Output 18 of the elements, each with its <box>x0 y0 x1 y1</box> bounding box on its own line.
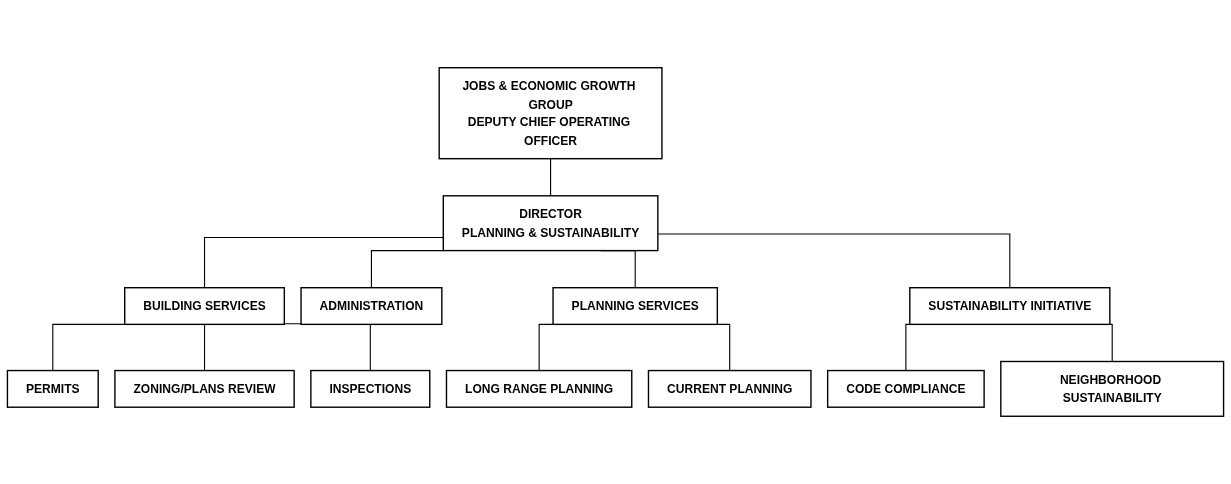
node-box: CURRENT PLANNING <box>647 369 812 408</box>
node-box: BUILDING SERVICES <box>124 287 285 326</box>
node-box: JOBS & ECONOMIC GROWTH GROUP DEPUTY CHIEF OPERATING OFFICER <box>438 67 663 160</box>
node-box: ADMINISTRATION <box>300 287 443 326</box>
node-box: SUSTAINABILITY INITIATIVE <box>909 287 1111 326</box>
node-box: INSPECTIONS <box>310 369 431 408</box>
connector <box>203 236 444 289</box>
node-box: NEIGHBORHOOD SUSTAINABILITY <box>1000 360 1225 417</box>
connector <box>370 250 445 289</box>
node-box: LONG RANGE PLANNING <box>445 369 633 408</box>
node-box: DIRECTOR PLANNING & SUSTAINABILITY <box>442 195 659 252</box>
node-box: PLANNING SERVICES <box>552 287 719 326</box>
node-box: ZONING/PLANS REVIEW <box>114 369 295 408</box>
connector <box>550 158 552 197</box>
node-box: PERMITS <box>6 369 99 408</box>
node-box: CODE COMPLIANCE <box>826 369 985 408</box>
connector <box>657 233 1011 289</box>
connector <box>203 323 206 372</box>
